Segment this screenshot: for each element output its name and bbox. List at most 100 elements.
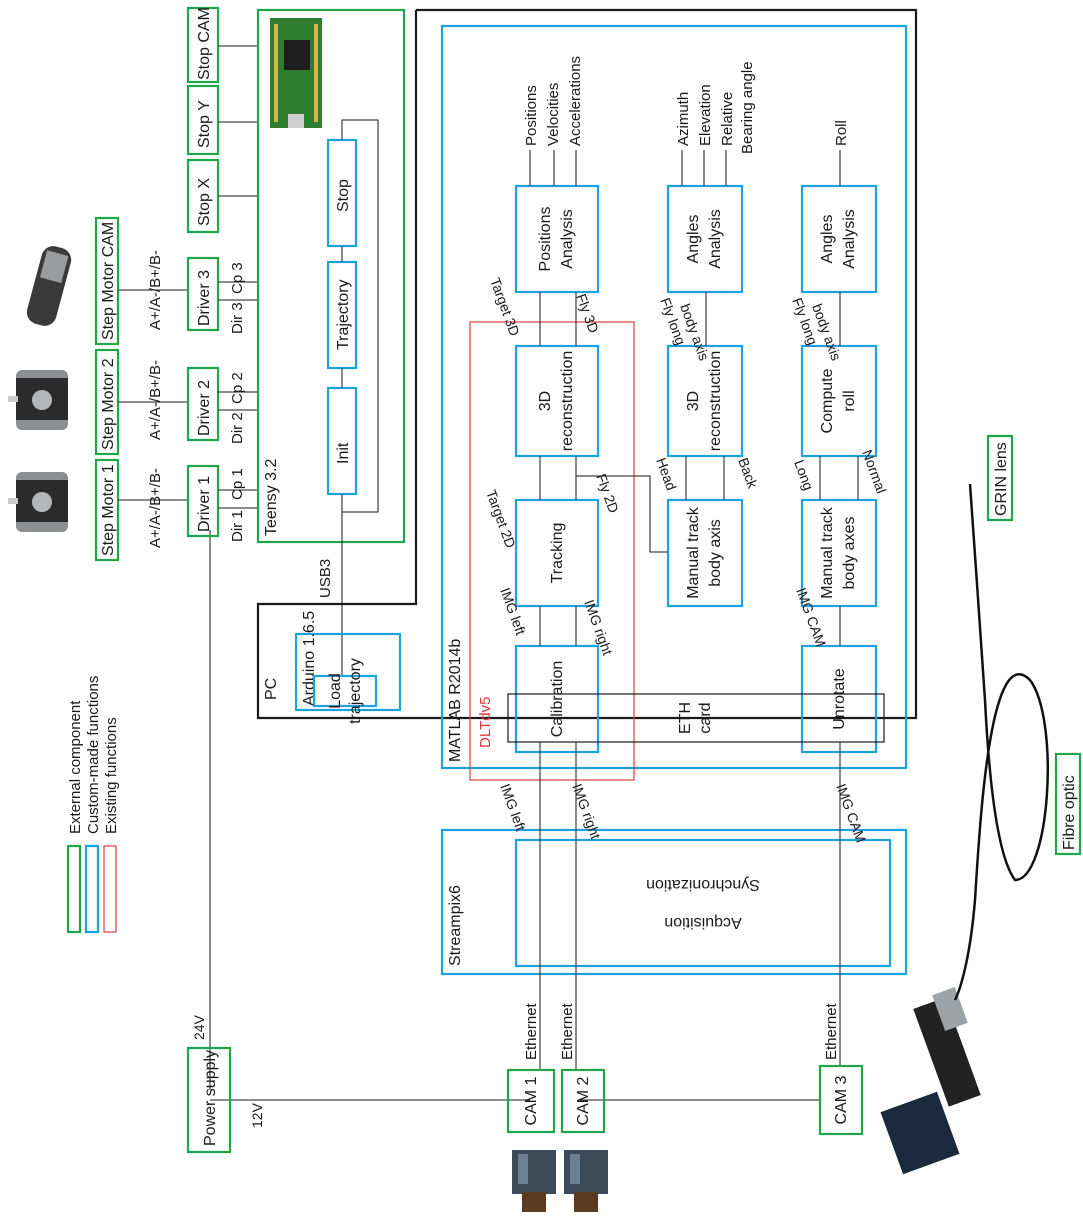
compute-roll-line2: roll xyxy=(841,390,858,411)
stop-wires xyxy=(218,46,258,196)
img-left-label-1: IMG left xyxy=(497,586,529,638)
driver-3-label: Driver 3 xyxy=(196,270,213,326)
cam-3-label: CAM 3 xyxy=(833,1075,850,1124)
dltdv-label: DLTdv5 xyxy=(477,697,494,748)
stop-label: Stop xyxy=(335,179,352,212)
3d-reconstruction-2-box xyxy=(668,346,742,456)
angles-analysis-2-line1: Angles xyxy=(819,215,836,264)
back-label: Back xyxy=(735,456,761,492)
synchronization-label: Synchronization xyxy=(646,876,760,893)
load-trajectory-line2: trajectory xyxy=(347,658,364,724)
phase-label-2: A+/A-/B+/B- xyxy=(147,360,164,440)
cp-1-label: Cp 1 xyxy=(229,468,246,500)
3d-reconstruction-1-line2: reconstruction xyxy=(559,351,576,452)
grin-lens-label: GRIN lens xyxy=(993,442,1010,516)
driver-1-label: Driver 1 xyxy=(196,476,213,532)
legend-swatch-external xyxy=(68,846,80,932)
streampix-wires xyxy=(540,966,840,1040)
label-24v: 24V xyxy=(191,1014,207,1040)
step-motor-1-image xyxy=(8,472,68,532)
arduino-title: Arduino 1.6.5 xyxy=(301,611,318,706)
eth-card-line2: card xyxy=(697,702,714,733)
img-cam-label-2: IMG CAM xyxy=(833,782,869,845)
phase-label-1: A+/A-/B+/B- xyxy=(147,468,164,548)
ethernet-label-1: Ethernet xyxy=(523,1002,540,1060)
legend: External component Custom-made functions… xyxy=(67,676,120,932)
streampix-box xyxy=(442,830,906,974)
step-motor-2-label: Step Motor 2 xyxy=(100,358,117,450)
img-right-label-2: IMG right xyxy=(569,782,604,842)
3d-reconstruction-1-line1: 3D xyxy=(537,391,554,411)
pc-title: PC xyxy=(263,678,280,700)
manual-track-body-axes-line1: Manual track xyxy=(819,506,836,599)
cam-1-image xyxy=(512,1150,556,1212)
angles-analysis-1-line1: Angles xyxy=(685,215,702,264)
out-azimuth: Azimuth xyxy=(675,92,692,146)
dir-1-label: Dir 1 xyxy=(229,510,246,542)
ethernet-label-2: Ethernet xyxy=(559,1002,576,1060)
manual-track-body-axis-line1: Manual track xyxy=(685,506,702,599)
init-box xyxy=(328,388,356,494)
angles-analysis-1-line2: Analysis xyxy=(707,209,724,269)
manual-track-body-axis-line2: body axis xyxy=(707,519,724,587)
manual-track-body-axis-box xyxy=(668,500,742,606)
fly-3d-label: Fly 3D xyxy=(573,292,602,335)
angles-analysis-2-line2: Analysis xyxy=(841,209,858,269)
target-2d-label: Target 2D xyxy=(483,488,519,551)
stop-cam-label: Stop CAM xyxy=(196,7,213,80)
out-bearing-angle: Bearing angle xyxy=(739,61,756,154)
out-positions: Positions xyxy=(523,85,540,146)
target-3d-label: Target 3D xyxy=(487,276,523,339)
out-accelerations: Accelerations xyxy=(567,56,584,146)
label-12v: 12V xyxy=(249,1102,265,1128)
compute-roll-box xyxy=(802,346,876,456)
load-trajectory-line1: Load xyxy=(327,673,344,709)
positions-analysis-box xyxy=(516,186,598,292)
stop-y-label: Stop Y xyxy=(196,100,213,148)
unrotate-label: Unrotate xyxy=(831,668,848,729)
long-label: Long xyxy=(791,458,817,493)
manual-track-body-axes-line2: body axes xyxy=(841,517,858,590)
img-right-label-1: IMG right xyxy=(581,598,616,658)
stop-x-label: Stop X xyxy=(196,178,213,226)
positions-analysis-line2: Analysis xyxy=(559,209,576,269)
driver-2-label: Driver 2 xyxy=(196,380,213,436)
eth-card-line1: ETH xyxy=(677,702,694,734)
legend-external-label: External component xyxy=(67,700,84,834)
acquisition-label: Acquisition xyxy=(664,914,741,931)
fibre-optic-cable xyxy=(955,484,1048,1000)
step-motor-cam-label: Step Motor CAM xyxy=(100,222,117,340)
cam-2-label: CAM 2 xyxy=(575,1076,592,1125)
3d-reconstruction-1-box xyxy=(516,346,598,456)
step-motor-cam-image xyxy=(24,243,74,328)
out-relative: Relative xyxy=(719,92,736,146)
legend-existing-label: Existing functions xyxy=(103,717,120,834)
legend-swatch-existing xyxy=(104,846,116,932)
step-motor-2-image xyxy=(8,370,68,430)
3d-reconstruction-2-line2: reconstruction xyxy=(707,351,724,452)
dir-2-label: Dir 2 xyxy=(229,412,246,444)
head-label: Head xyxy=(653,456,679,493)
img-left-label-2: IMG left xyxy=(497,782,529,834)
matlab-title: MATLAB R2014b xyxy=(447,639,464,762)
trajectory-label: Trajectory xyxy=(335,279,352,350)
cp-2-label: Cp 2 xyxy=(229,372,246,404)
fibre-optic-label: Fibre optic xyxy=(1061,775,1078,850)
init-label: Init xyxy=(335,442,352,464)
legend-custom-label: Custom-made functions xyxy=(85,676,102,834)
3d-reconstruction-2-line1: 3D xyxy=(685,391,702,411)
angles-analysis-1-box xyxy=(668,186,742,292)
positions-analysis-line1: Positions xyxy=(537,207,554,272)
cam-1-label: CAM 1 xyxy=(523,1076,540,1125)
acquisition-sync-box xyxy=(516,840,890,966)
streampix-title: Streampix6 xyxy=(447,885,464,966)
cp-3-label: Cp 3 xyxy=(229,262,246,294)
angles-analysis-2-box xyxy=(802,186,876,292)
legend-swatch-custom xyxy=(86,846,98,932)
dir-3-label: Dir 3 xyxy=(229,302,246,334)
step-motor-1-label: Step Motor 1 xyxy=(100,464,117,556)
usb3-label: USB3 xyxy=(317,559,334,598)
out-roll: Roll xyxy=(833,120,850,146)
cam-2-image xyxy=(564,1150,608,1212)
